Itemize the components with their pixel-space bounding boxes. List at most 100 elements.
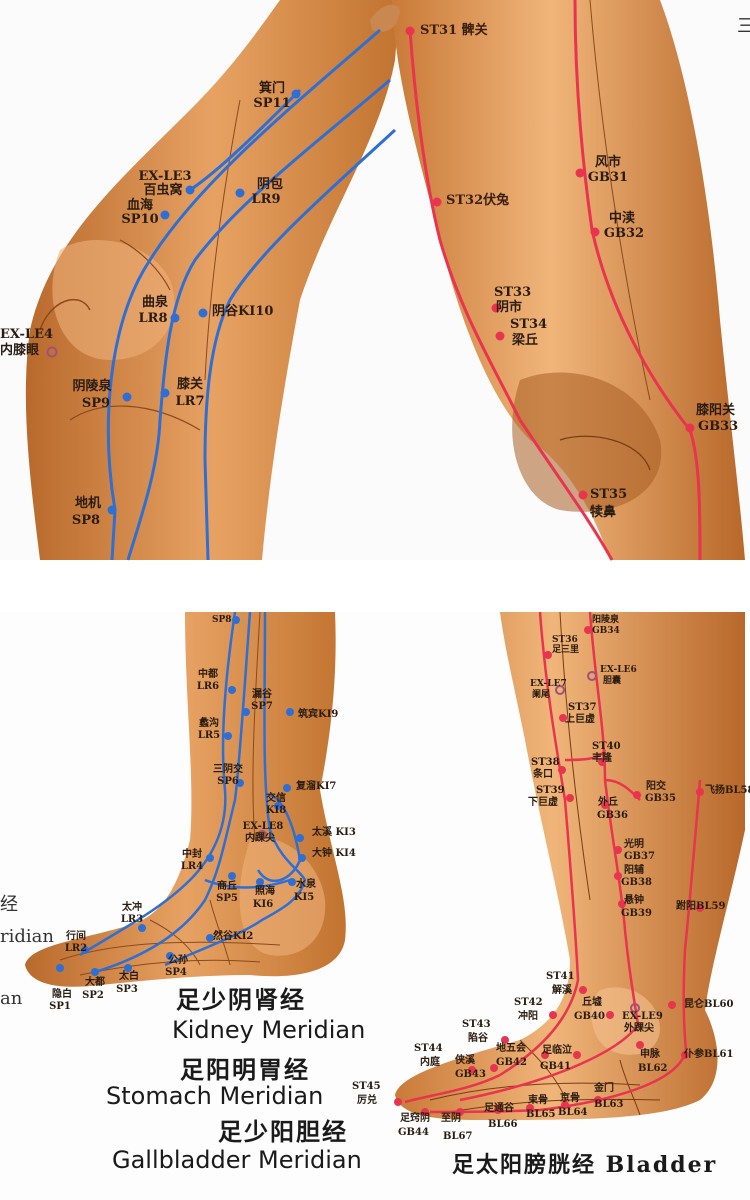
point-gb31-cn: 风市 bbox=[594, 155, 622, 170]
point-bl64-code: BL64 bbox=[558, 1107, 588, 1118]
point-lr3-code: LR3 bbox=[120, 914, 144, 925]
point-sp8-code: SP8 bbox=[71, 513, 101, 528]
point-sp2-code: SP2 bbox=[82, 990, 104, 1001]
point-lr2-cn: 行间 bbox=[66, 931, 86, 942]
point-st32: ST32伏兔 bbox=[446, 193, 510, 208]
point-st41-cn: 解溪 bbox=[552, 985, 572, 996]
point-ki10: 阴谷KI10 bbox=[212, 304, 274, 319]
point-sp8-cn: 地机 bbox=[74, 496, 102, 511]
point-ki8-code: KI8 bbox=[265, 805, 287, 816]
point-bl62-code: BL62 bbox=[638, 1063, 668, 1074]
point-sp1-code: SP1 bbox=[49, 1001, 71, 1012]
point-exle9-cn: 外踝尖 bbox=[624, 1023, 654, 1034]
point-exle6-code: EX-LE6 bbox=[600, 665, 637, 675]
edge-fragment-left-cn: 经 bbox=[0, 894, 18, 915]
point-st31: ST31 髀关 bbox=[420, 23, 488, 38]
point-bl58: 飞扬BL58 bbox=[705, 785, 750, 796]
legend-kidney-cn: 足少阴肾经 bbox=[176, 985, 306, 1014]
point-sp2-cn: 大都 bbox=[85, 977, 105, 988]
point-gb38-code: GB38 bbox=[621, 877, 652, 888]
point-gb35-code: GB35 bbox=[645, 793, 676, 804]
point-gb37-cn: 光明 bbox=[624, 839, 644, 850]
point-bl64-cn: 京骨 bbox=[560, 1093, 580, 1104]
point-bl60: 昆仑BL60 bbox=[684, 999, 734, 1010]
point-st33-code: ST33 bbox=[494, 285, 532, 300]
point-sp7-code: SP7 bbox=[251, 701, 273, 712]
point-gb37-code: GB37 bbox=[624, 851, 655, 862]
point-ki9: 筑宾KI9 bbox=[298, 709, 339, 720]
point-st40-cn: 丰隆 bbox=[592, 753, 612, 764]
point-lr9-code: LR9 bbox=[251, 192, 281, 207]
acupoint-markers-lower bbox=[56, 616, 704, 1116]
point-st37-cn: 上巨虚 bbox=[565, 714, 595, 725]
point-ki6-code: KI6 bbox=[252, 899, 274, 910]
point-ki7: 复溜KI7 bbox=[296, 781, 337, 792]
point-exle7-code: EX-LE7 bbox=[530, 679, 567, 689]
point-gb39-code: GB39 bbox=[621, 908, 652, 919]
point-st38-cn: 条口 bbox=[533, 769, 553, 780]
point-ki5-cn: 水泉 bbox=[296, 879, 316, 890]
point-gb34-cn: 阳陵泉 bbox=[592, 615, 620, 625]
point-bl67-code: BL67 bbox=[443, 1131, 473, 1142]
point-st35-cn: 犊鼻 bbox=[590, 505, 617, 520]
point-bl66-cn: 足通谷 bbox=[484, 1103, 514, 1114]
point-bl67-cn: 至阴 bbox=[441, 1113, 461, 1124]
point-gb38-cn: 阳辅 bbox=[624, 865, 644, 876]
point-gb31-code: GB31 bbox=[587, 170, 629, 185]
point-st36-code: ST36 bbox=[552, 635, 578, 645]
point-exle3-code: EX-LE3 bbox=[138, 169, 192, 184]
legend-gallbladder-cn: 足少阳胆经 bbox=[218, 1117, 348, 1146]
point-gb32-cn: 中渎 bbox=[608, 211, 636, 226]
point-sp4-code: SP4 bbox=[165, 967, 187, 978]
point-ki6-cn: 照海 bbox=[255, 886, 275, 897]
point-sp3-cn: 太白 bbox=[119, 971, 139, 982]
point-gb39-cn: 悬钟 bbox=[624, 895, 644, 906]
point-exle9-code: EX-LE9 bbox=[622, 1011, 663, 1022]
point-st36-cn: 足三里 bbox=[552, 645, 580, 655]
point-st44-code: ST44 bbox=[414, 1043, 443, 1054]
point-lr7-code: LR7 bbox=[175, 394, 205, 409]
point-gb43-cn: 侠溪 bbox=[455, 1055, 475, 1066]
point-st43-code: ST43 bbox=[462, 1019, 491, 1030]
point-gb33-cn: 膝阳关 bbox=[696, 403, 736, 418]
point-gb35-cn: 阳交 bbox=[646, 781, 666, 792]
point-gb41-cn: 足临泣 bbox=[542, 1045, 572, 1056]
point-bl63-cn: 金门 bbox=[594, 1083, 614, 1094]
point-sp9-code: SP9 bbox=[81, 396, 111, 411]
point-sp11-cn: 箕门 bbox=[258, 81, 286, 96]
point-lr4-code: LR4 bbox=[180, 861, 204, 872]
point-lr9-cn: 阴包 bbox=[256, 177, 284, 192]
point-gb33-code: GB33 bbox=[698, 419, 739, 434]
point-bl62-cn: 申脉 bbox=[640, 1049, 660, 1060]
point-sp5-cn: 商丘 bbox=[217, 881, 237, 892]
point-lr3-cn: 太冲 bbox=[122, 902, 142, 913]
point-gb42-cn: 地五会 bbox=[496, 1043, 526, 1054]
point-gb41-code: GB41 bbox=[540, 1061, 571, 1072]
point-st43-cn: 陷谷 bbox=[468, 1033, 488, 1044]
point-st44-cn: 内庭 bbox=[420, 1057, 440, 1068]
point-st45-code: ST45 bbox=[352, 1081, 381, 1092]
legend-kidney-en: Kidney Meridian bbox=[172, 1016, 366, 1044]
point-ki8-cn: 交信 bbox=[266, 793, 286, 804]
legend-stomach-cn: 足阳明胃经 bbox=[180, 1055, 310, 1084]
point-exle4-code: EX-LE4 bbox=[0, 327, 54, 342]
point-bl61: 仆参BL61 bbox=[684, 1049, 734, 1060]
point-gb32-code: GB32 bbox=[603, 226, 645, 241]
acupoint-markers-upper bbox=[46, 26, 695, 515]
point-st42-cn: 冲阳 bbox=[518, 1011, 538, 1022]
point-sp3-code: SP3 bbox=[116, 984, 138, 995]
point-lr7-cn: 膝关 bbox=[176, 377, 204, 392]
point-sp6-code: SP6 bbox=[217, 776, 239, 787]
point-ki4: 大钟 KI4 bbox=[312, 848, 356, 859]
point-ki5-code: KI5 bbox=[293, 892, 315, 903]
point-ki2: 然谷KI2 bbox=[213, 931, 254, 942]
point-exle4-cn: 内膝眼 bbox=[0, 343, 40, 358]
point-sp8-lower: SP8 bbox=[212, 615, 232, 625]
legend-bladder: 足太阳膀胱经 Bladder bbox=[452, 1152, 718, 1178]
point-gb36-cn: 外丘 bbox=[598, 797, 618, 808]
point-sp9-cn: 阴陵泉 bbox=[72, 379, 112, 394]
yang-meridians-upper bbox=[408, 0, 702, 561]
point-exle3-cn: 百虫窝 bbox=[143, 183, 183, 198]
point-sp4-cn: 公孙 bbox=[168, 955, 188, 966]
